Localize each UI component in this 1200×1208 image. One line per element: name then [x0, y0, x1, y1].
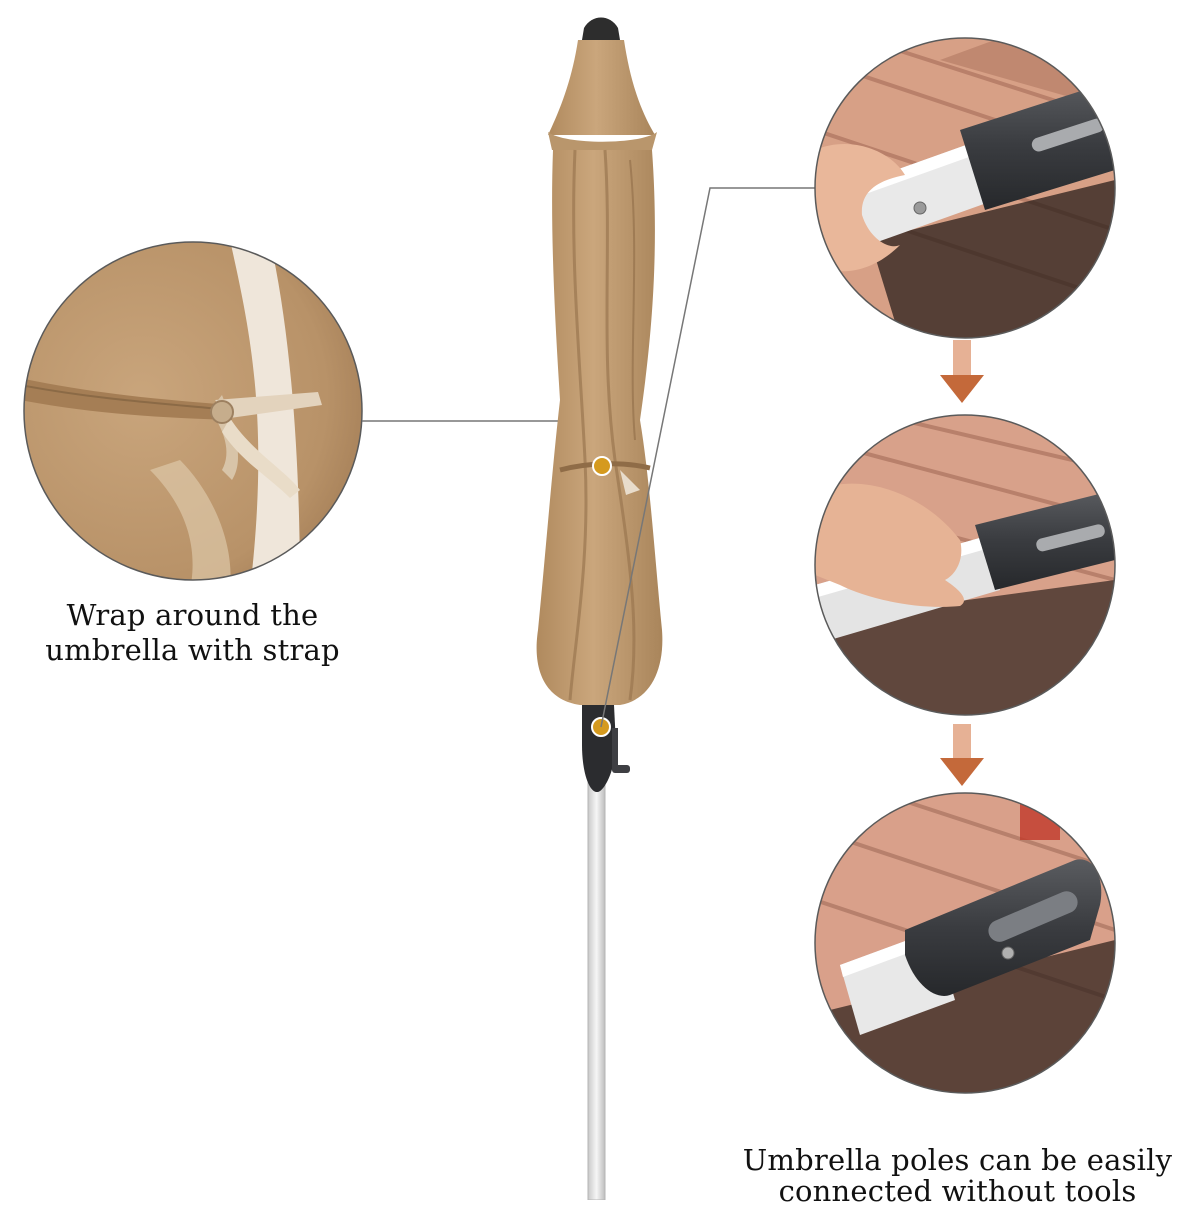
pole-callout-line	[600, 187, 815, 728]
strap-caption-line-2: umbrella with strap	[45, 633, 340, 667]
crank-housing	[582, 705, 630, 792]
callout-dot-icon	[592, 456, 612, 476]
down-arrow-icon	[940, 340, 984, 403]
strap-caption: Wrap around the umbrella with strap	[20, 598, 365, 668]
pole-connection-step-1	[814, 37, 1116, 339]
poles-caption: Umbrella poles can be easily connected w…	[720, 1145, 1195, 1207]
pole-connection-step-2	[814, 414, 1116, 716]
poles-caption-line-1: Umbrella poles can be easily	[742, 1143, 1173, 1177]
pole-connection-step-3	[814, 792, 1116, 1094]
strap-caption-line-1: Wrap around the	[66, 598, 319, 632]
down-arrow-icon	[940, 724, 984, 786]
strap-detail-circle	[23, 241, 363, 581]
umbrella-canopy	[536, 17, 663, 705]
poles-caption-line-2: connected without tools	[778, 1174, 1137, 1208]
